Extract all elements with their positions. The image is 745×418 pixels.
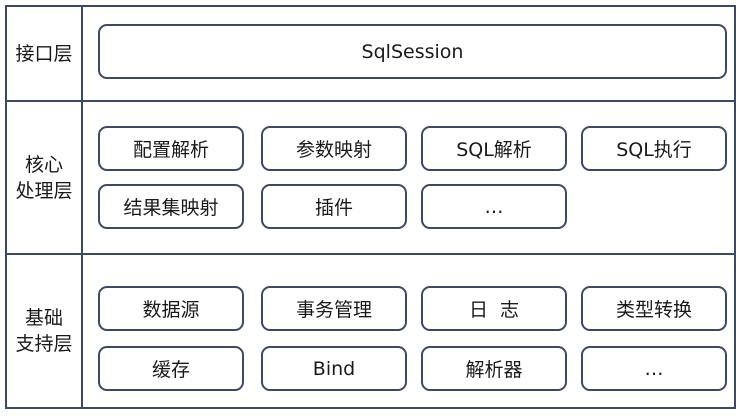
module-parameter-mapping: 参数映射 bbox=[261, 126, 407, 171]
module-sql-execution: SQL执行 bbox=[581, 126, 727, 171]
module-plugin: 插件 bbox=[261, 184, 407, 229]
module-logging: 日 志 bbox=[421, 286, 567, 331]
module-config-parsing: 配置解析 bbox=[98, 126, 244, 171]
layer-label-foundation: 基础 支持层 bbox=[15, 307, 73, 355]
label-column-divider bbox=[81, 5, 83, 409]
layer-label-interface: 接口层 bbox=[15, 42, 73, 65]
layer-label-core: 核心 处理层 bbox=[15, 153, 73, 202]
module-bind: Bind bbox=[261, 346, 407, 391]
module-sql-parsing: SQL解析 bbox=[421, 126, 567, 171]
module-core-more: … bbox=[421, 184, 567, 229]
module-cache: 缓存 bbox=[98, 346, 244, 391]
layer-divider-2 bbox=[5, 253, 736, 255]
module-parser: 解析器 bbox=[421, 346, 567, 391]
architecture-frame bbox=[5, 5, 736, 409]
module-resultset-mapping: 结果集映射 bbox=[98, 184, 244, 229]
layer-divider-1 bbox=[5, 100, 736, 102]
module-sqlsession: SqlSession bbox=[98, 24, 727, 79]
module-foundation-more: … bbox=[581, 346, 727, 391]
module-datasource: 数据源 bbox=[98, 286, 244, 331]
module-transaction: 事务管理 bbox=[261, 286, 407, 331]
module-type-conversion: 类型转换 bbox=[581, 286, 727, 331]
